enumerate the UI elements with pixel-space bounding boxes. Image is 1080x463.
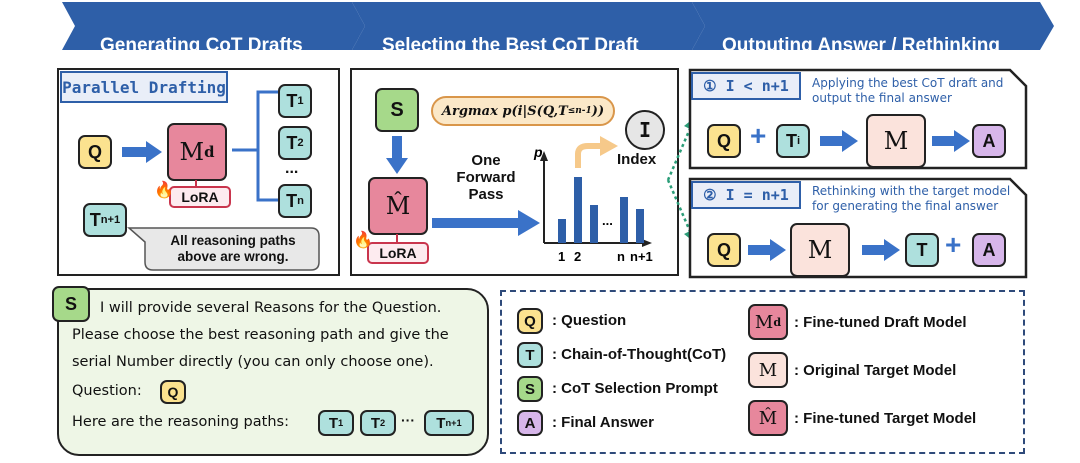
arrow-case1-1 bbox=[820, 130, 858, 152]
tick-n: n bbox=[617, 249, 625, 264]
stage2-chevron bbox=[352, 2, 705, 50]
stage-banner-strip bbox=[62, 2, 1054, 50]
prompt-line-2: Please choose the best reasoning path an… bbox=[72, 327, 449, 343]
argmax-formula: Argmax p(i|S(Q,T≤n-1)) bbox=[431, 96, 615, 126]
stage2-title: Selecting the Best CoT Draft bbox=[382, 35, 639, 56]
case1-q-token: Q bbox=[707, 124, 741, 158]
plus-icon-2: + bbox=[945, 229, 962, 260]
arrow-s-to-target bbox=[386, 136, 408, 174]
case2-heading: ② I = n+1 bbox=[691, 181, 801, 209]
stage1-title: Generating CoT Drafts bbox=[100, 35, 303, 56]
case2-description: Rethinking with the target model for gen… bbox=[812, 184, 1011, 213]
prob-bar-3 bbox=[590, 205, 598, 243]
arrow-case2-2 bbox=[862, 239, 900, 261]
prompt-line-3: serial Number directly (you can only cho… bbox=[72, 354, 434, 370]
connector-line-2 bbox=[396, 234, 398, 242]
forward-pass-arrow bbox=[432, 210, 540, 236]
legend-t-token: T bbox=[517, 342, 543, 368]
chart-p-label: p bbox=[533, 144, 543, 160]
case2-t-token: T bbox=[905, 233, 939, 267]
speech-bubble bbox=[127, 227, 320, 271]
tick-1: 1 bbox=[558, 249, 565, 264]
tick-n1: n+1 bbox=[630, 249, 653, 264]
one-forward-pass-label: One Forward Pass bbox=[456, 152, 516, 203]
finetuned-target-model-token: M̂ bbox=[368, 177, 428, 235]
legend-md-label: : Fine-tuned Draft Model bbox=[794, 314, 967, 331]
tick-2: 2 bbox=[574, 249, 581, 264]
legend-mhat-token: M̂ bbox=[748, 400, 788, 436]
case1-description: Applying the best CoT draft and output t… bbox=[812, 76, 1004, 105]
selection-prompt-token: S bbox=[375, 88, 419, 132]
prompt-q-token: Q bbox=[160, 380, 186, 404]
legend-s-label: : CoT Selection Prompt bbox=[552, 380, 718, 397]
stage1-chevron bbox=[62, 2, 365, 50]
case1-answer-token: A bbox=[972, 124, 1006, 158]
stage3-chevron bbox=[692, 2, 1054, 50]
arrow-case1-2 bbox=[932, 130, 970, 152]
arrow-case2-1 bbox=[748, 239, 786, 261]
chart-y-arrowhead bbox=[540, 151, 548, 161]
case2-q-token: Q bbox=[707, 233, 741, 267]
prompt-line-5: Here are the reasoning paths: bbox=[72, 414, 289, 430]
prompt-line-1: I will provide several Reasons for the Q… bbox=[100, 300, 442, 316]
flame-icon-2: 🔥 bbox=[353, 232, 373, 249]
legend-box bbox=[500, 290, 1025, 454]
prompt-dots: ··· bbox=[401, 412, 415, 428]
chart-dots: ... bbox=[602, 213, 613, 228]
curved-arrow-to-index bbox=[575, 136, 618, 168]
legend-t-label: : Chain-of-Thought(CoT) bbox=[552, 346, 727, 363]
legend-m-token: M bbox=[748, 352, 788, 388]
selection-prompt-box bbox=[57, 288, 489, 456]
prob-bar-1 bbox=[558, 219, 566, 243]
connector-line bbox=[195, 180, 197, 188]
draft-bracket bbox=[232, 90, 278, 202]
prob-bar-2 bbox=[574, 177, 582, 243]
legend-a-token: A bbox=[517, 410, 543, 436]
probability-chart: p ... 1 2 n n+1 bbox=[533, 144, 653, 264]
legend-s-token: S bbox=[517, 376, 543, 402]
draft-dots: ... bbox=[285, 160, 299, 177]
legend-m-label: : Original Target Model bbox=[794, 362, 957, 379]
index-label: Index bbox=[617, 151, 657, 168]
chart-x-arrowhead bbox=[642, 239, 652, 247]
legend-a-label: : Final Answer bbox=[552, 414, 654, 431]
draft-lora-badge: LoRA bbox=[169, 186, 231, 208]
question-token: Q bbox=[78, 135, 112, 169]
flame-icon: 🔥 bbox=[154, 182, 174, 199]
legend-q-token: Q bbox=[517, 308, 543, 334]
case1-target-model-token: M bbox=[866, 114, 926, 168]
prob-bar-n1 bbox=[636, 209, 644, 243]
target-lora-badge: LoRA bbox=[367, 242, 429, 264]
prob-bar-n bbox=[620, 197, 628, 243]
case2-target-model-token: M bbox=[790, 223, 850, 277]
case1-heading: ① I < n+1 bbox=[691, 72, 801, 100]
prompt-s-token: S bbox=[52, 286, 90, 322]
plus-icon: + bbox=[750, 120, 767, 151]
case2-answer-token: A bbox=[972, 233, 1006, 267]
legend-q-label: : Question bbox=[552, 312, 627, 329]
prompt-line-4: Question: bbox=[72, 383, 142, 399]
index-token: I bbox=[625, 110, 665, 150]
parallel-drafting-title: Parallel Drafting bbox=[60, 71, 228, 103]
legend-mhat-label: : Fine-tuned Target Model bbox=[794, 410, 977, 427]
speech-bubble-text: All reasoning paths above are wrong. bbox=[170, 233, 296, 264]
arrow-q-to-draft-model bbox=[122, 141, 162, 163]
stage3-title: Outputing Answer / Rethinking bbox=[722, 35, 1000, 56]
